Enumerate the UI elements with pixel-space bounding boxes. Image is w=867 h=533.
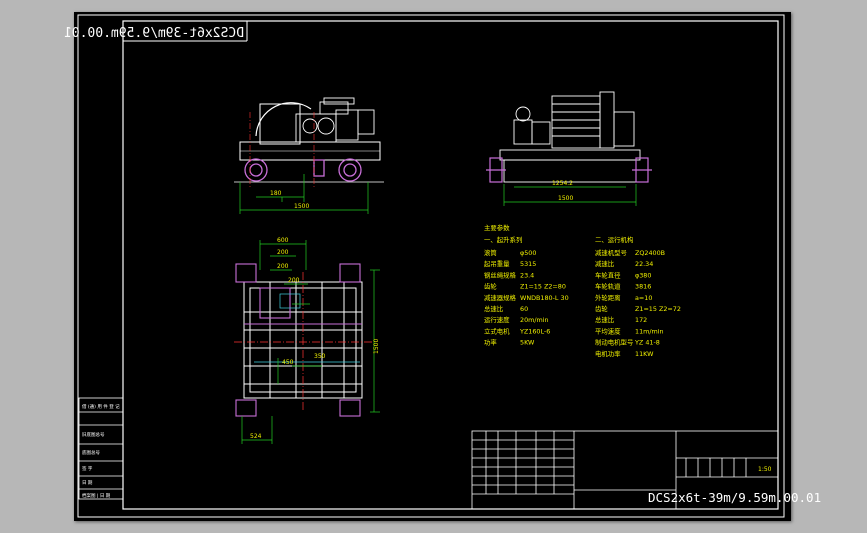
hoist-param-key: 立式电机: [484, 326, 510, 335]
strip-label-1: 借 (通) 用 件 登 记: [82, 403, 120, 410]
travel-heading: 二、运行机构: [595, 235, 633, 244]
hoist-param-value: φ500: [520, 249, 536, 257]
side-dim-180: 180: [270, 190, 282, 197]
scale-label: 1:50: [758, 466, 772, 473]
plan-view: 600 200 200 200 450 350 1500 524: [234, 237, 380, 444]
plan-dim-6: 1500: [373, 339, 380, 354]
mirrored-code-label: DCS2x6t-39m/9.59m.00.01: [64, 26, 244, 41]
left-registration-strip: [78, 397, 124, 500]
side-view: 180 1500: [234, 97, 384, 214]
travel-param-key: 总速比: [595, 315, 615, 324]
hoist-param-key: 滚筒: [484, 248, 497, 257]
travel-param-value: 172: [635, 316, 647, 324]
travel-param-value: 22.34: [635, 260, 653, 268]
hoist-param-value: 5315: [520, 260, 536, 268]
drawing-sheet: DCS2x6t-39m/9.59m.00.01 借 (通) 用 件 登 记 旧底…: [64, 12, 821, 521]
strip-label-4: 签 字: [82, 465, 93, 472]
plan-dim-5: 350: [314, 353, 326, 360]
travel-param-key: 减速比: [595, 259, 615, 268]
plan-dim-0: 600: [277, 237, 289, 244]
travel-param-key: 平均速度: [595, 326, 621, 335]
hoist-param-key: 齿轮: [484, 282, 497, 291]
hoist-param-value: YZ160L-6: [519, 327, 550, 335]
outer-border: [77, 14, 785, 518]
drawing-code-label: DCS2x6t-39m/9.59m.00.01: [648, 490, 821, 505]
cad-drawing: DCS2x6t-39m/9.59m.00.01 借 (通) 用 件 登 记 旧底…: [64, 14, 821, 518]
plan-dim-3: 200: [288, 277, 300, 284]
end-dim-1500: 1500: [558, 195, 573, 202]
hoist-param-value: 20m/min: [520, 316, 549, 324]
params-title: 主要参数: [484, 223, 510, 232]
travel-param-key: 减速机型号: [595, 248, 627, 257]
travel-param-key: 齿轮: [595, 304, 608, 313]
hoist-param-value: WNDB180-L 30: [520, 294, 569, 302]
end-dim-1254: 1254.2: [552, 180, 573, 187]
travel-param-value: 11m/min: [635, 327, 664, 335]
travel-param-key: 电机功率: [595, 349, 621, 358]
travel-param-value: ZQ2400B: [635, 249, 665, 257]
end-view: 1254.2 1500: [486, 91, 652, 206]
travel-param-value: Z1=15 Z2=72: [635, 305, 681, 313]
travel-param-value: a=10: [635, 294, 652, 302]
hoist-param-value: 5KW: [520, 339, 535, 347]
strip-label-5: 日 期: [82, 480, 93, 486]
inner-border: [122, 20, 779, 510]
hoist-param-key: 运行速度: [484, 315, 510, 324]
hoist-param-key: 起吊重量: [484, 260, 510, 268]
plan-dim-4: 450: [282, 359, 294, 366]
hoist-param-key: 钢丝绳规格: [484, 270, 517, 279]
travel-param-key: 车轮直径: [595, 270, 621, 279]
strip-label-2: 旧底图总号: [82, 431, 105, 438]
plan-dim-7: 524: [250, 433, 262, 440]
strip-label-6: 档案图 | 日 期: [82, 492, 111, 499]
hoist-param-key: 总速比: [484, 304, 504, 313]
hoist-param-key: 减速器规格: [484, 293, 517, 302]
travel-param-key: 车轮轨道: [595, 282, 621, 291]
plan-dim-1: 200: [277, 249, 289, 256]
travel-param-value: 11KW: [635, 350, 654, 358]
hoist-param-key: 功率: [484, 338, 497, 347]
travel-param-key: 外轮距离: [595, 293, 621, 302]
title-block: [471, 430, 779, 510]
hoist-heading: 一、起升系列: [484, 235, 522, 244]
plan-dim-2: 200: [277, 263, 289, 270]
travel-param-value: φ380: [635, 271, 651, 279]
hoist-param-value: 23.4: [520, 271, 534, 279]
travel-param-value: 3816: [635, 283, 651, 291]
travel-param-key: 制动电机型号: [595, 338, 633, 347]
hoist-param-value: 60: [520, 305, 528, 313]
hoist-param-value: Z1=15 Z2=80: [520, 283, 566, 291]
side-dim-1500: 1500: [294, 203, 309, 210]
strip-label-3: 底图总号: [82, 449, 100, 456]
travel-param-value: YZ 41-8: [634, 339, 660, 347]
